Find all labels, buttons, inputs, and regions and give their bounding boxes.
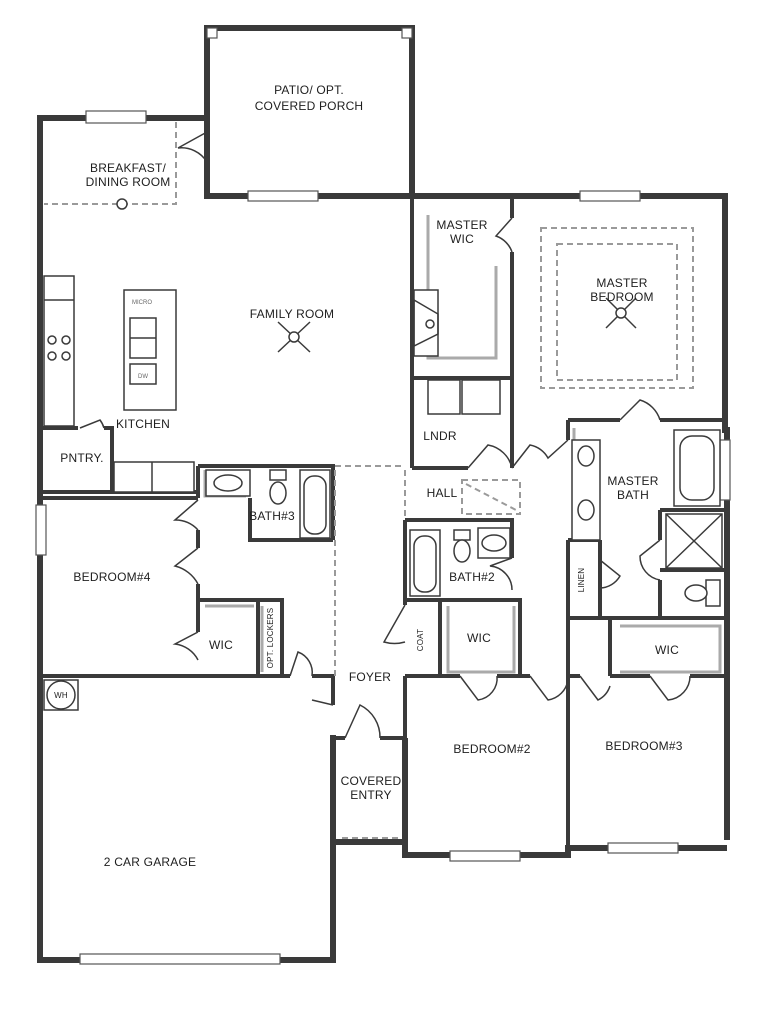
fixtures (43, 275, 723, 711)
label-covered-entry-1: COVERED (341, 774, 402, 788)
label-hall: HALL (427, 486, 458, 500)
label-breakfast-2: DINING ROOM (86, 175, 171, 189)
label-linen: LINEN (577, 568, 586, 593)
label-micro: MICRO (132, 300, 152, 306)
label-wic-bed4: WIC (209, 638, 233, 652)
label-garage: 2 CAR GARAGE (104, 855, 196, 869)
label-master-bath-2: BATH (617, 488, 649, 502)
label-coat: COAT (416, 629, 425, 651)
label-laundry: LNDR (423, 429, 457, 443)
label-lockers: OPT. LOCKERS (266, 608, 275, 669)
label-wic-bed2: WIC (467, 631, 491, 645)
label-master-bath-1: MASTER (607, 474, 658, 488)
label-breakfast-1: BREAKFAST/ (90, 161, 166, 175)
label-bath3: BATH#3 (249, 509, 295, 523)
label-kitchen: KITCHEN (116, 417, 170, 431)
doors (79, 131, 691, 739)
label-patio-1: PATIO/ OPT. (274, 83, 344, 97)
label-master-wic-2: WIC (450, 232, 474, 246)
label-wic-bed3: WIC (655, 643, 679, 657)
label-master-wic-1: MASTER (436, 218, 487, 232)
label-patio-2: COVERED PORCH (255, 99, 364, 113)
label-master-bedroom-1: MASTER (596, 276, 647, 290)
label-foyer: FOYER (349, 670, 391, 684)
label-pantry: PNTRY. (60, 451, 103, 465)
light-fixture-icon (116, 198, 128, 210)
room-labels: PATIO/ OPT. COVERED PORCH BREAKFAST/ DIN… (54, 83, 682, 869)
label-bedroom4: BEDROOM#4 (73, 570, 150, 584)
label-family-room: FAMILY ROOM (250, 307, 334, 321)
label-covered-entry-2: ENTRY (350, 788, 391, 802)
label-bath2: BATH#2 (449, 570, 495, 584)
label-dw: DW (138, 374, 148, 380)
ceiling-fan-icon (277, 321, 311, 353)
label-bedroom3: BEDROOM#3 (605, 739, 682, 753)
label-bedroom2: BEDROOM#2 (453, 742, 530, 756)
label-water-heater: WH (54, 691, 68, 700)
ceiling-fans (116, 198, 637, 353)
ceiling-fan-icon (605, 297, 637, 329)
windows (35, 27, 731, 965)
label-master-bedroom-2: BEDROOM (590, 290, 653, 304)
